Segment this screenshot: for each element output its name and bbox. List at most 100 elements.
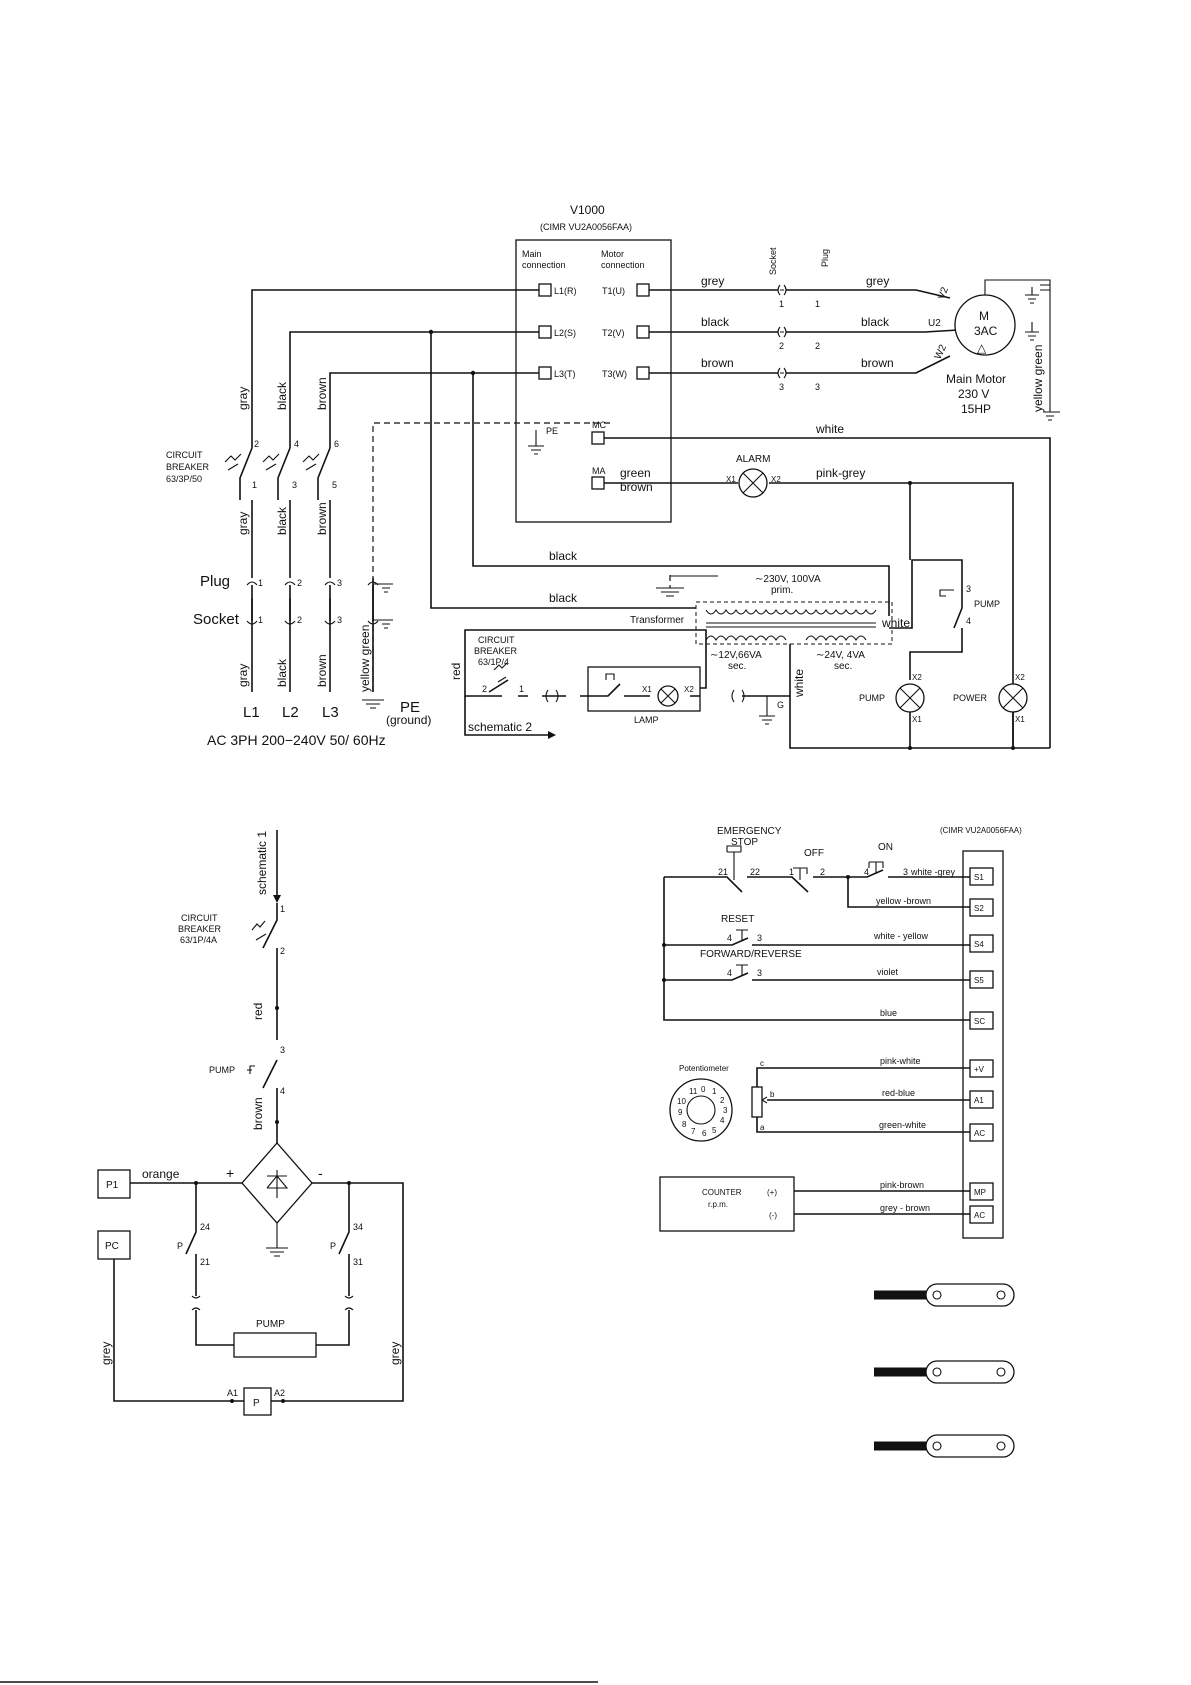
control-common-rail [663, 877, 970, 1021]
on-pin-3: 3 [903, 867, 908, 877]
terminal-ac-2-label: AC [974, 1211, 985, 1220]
terminal-mc-label: MC [592, 420, 606, 430]
cable-lug-1-hole-b [996, 1290, 1006, 1300]
pump-breaker-rating: 63/1P/4A [180, 935, 217, 945]
cable-lug-2-body [925, 1360, 1015, 1384]
wire-label-green: green [620, 466, 651, 480]
motor-m: M [979, 309, 989, 323]
supply-label: AC 3PH 200−240V 50/ 60Hz [207, 732, 386, 748]
plug-socket-pins [251, 585, 374, 621]
alarm-x1: X1 [726, 475, 736, 484]
small-breaker-rating: 63/1P/4 [478, 657, 509, 667]
potentiometer-scale: 11 0 1 2 3 4 5 6 7 8 9 10 [677, 1085, 728, 1138]
pump-lamp-label: PUMP [859, 693, 885, 703]
terminal-ma-label: MA [592, 466, 606, 476]
breaker-pin-1: 1 [252, 480, 257, 490]
terminal-l1 [538, 283, 552, 297]
schematic-3-control: (CIMR VU2A0056FAA) S1 S2 S4 S5 SC +V A1 … [659, 826, 1022, 1239]
terminal-l2 [538, 325, 552, 339]
counter-sub-label: r.p.m. [708, 1200, 728, 1209]
wire-violet: violet [877, 967, 899, 977]
fwdrev-label: FORWARD/REVERSE [700, 949, 802, 960]
potentiometer-dial [669, 1078, 733, 1142]
motor-voltage: 230 V [958, 387, 989, 401]
pump-pin-1: 1 [280, 904, 285, 914]
wire-label-brown-ma: brown [620, 480, 653, 494]
socket-pin-3: 3 [337, 615, 342, 625]
cable-lug-3-body [925, 1434, 1015, 1458]
power-lamp-label: POWER [953, 693, 988, 703]
wire-label-brown-bottom: brown [315, 654, 329, 687]
control-model: (CIMR VU2A0056FAA) [940, 826, 1022, 835]
alarm-lamp-cross [742, 472, 764, 494]
main-connection-label-2: connection [522, 260, 566, 270]
inverter-title: V1000 [570, 203, 605, 217]
p1-label: P1 [106, 1180, 119, 1191]
power-lamp-x2: X2 [1015, 673, 1025, 682]
motor-ground-label: yellow green [1031, 345, 1045, 412]
cable-lug-2-hole-b [996, 1367, 1006, 1377]
lamp-g-label: G [777, 700, 784, 710]
lamp-label: LAMP [634, 715, 659, 725]
motor-v2-label: V2 [936, 285, 951, 301]
wire-orange-label: orange [142, 1167, 180, 1181]
pump-pin-2: 2 [280, 946, 285, 956]
dial-4: 4 [720, 1116, 725, 1125]
wire-white-yellow: white - yellow [873, 931, 929, 941]
cable-lug-3 [874, 1434, 1015, 1458]
rectifier-plus: + [226, 1165, 234, 1181]
pump-switch-actuator [939, 589, 954, 597]
wire-label-gray-top: gray [236, 387, 250, 410]
terminal-t3 [636, 366, 650, 380]
wire-label-black-mid: black [275, 506, 289, 535]
cable-lug-1-hole-a [932, 1290, 942, 1300]
emergency-stop-actuator [726, 845, 742, 880]
off-pin-1: 1 [789, 867, 794, 877]
lamp-x1: X1 [642, 685, 652, 694]
terminal-l3 [538, 366, 552, 380]
p-contact-pin-34: 34 [353, 1222, 363, 1232]
motor-3ac: 3AC [974, 324, 998, 338]
schematic-1: V1000 (CIMR VU2A0056FAA) Main connection… [166, 203, 1060, 750]
power-lamp-x1: X1 [1015, 715, 1025, 724]
connector-2 [777, 326, 787, 338]
breaker-pole-2 [277, 447, 291, 500]
rectifier-diode-symbol [266, 1170, 289, 1198]
terminal-s5-label: S5 [974, 976, 984, 985]
pump-motor-box [233, 1332, 317, 1358]
p-contact-right [316, 1183, 350, 1346]
terminal-t2-label: T2(V) [602, 328, 625, 338]
wire-label-black-feed-1: black [549, 549, 578, 563]
pot-pin-a: a [760, 1123, 765, 1132]
pump-breaker-label-2: BREAKER [178, 924, 222, 934]
off-actuator [793, 867, 808, 880]
junction-coil-a2 [281, 1399, 285, 1403]
reset-label: RESET [721, 914, 754, 925]
wire-label-black-top: black [275, 381, 289, 410]
terminal-plus-v-label: +V [974, 1065, 985, 1074]
inverter-model: (CIMR VU2A0056FAA) [540, 222, 632, 232]
wire-label-black-feed-2: black [549, 591, 578, 605]
fwdrev-pin-3: 3 [757, 968, 762, 978]
transformer-primary-coil [705, 608, 877, 615]
pump-pin-3: 3 [280, 1045, 285, 1055]
plug-socket-symbols [246, 581, 379, 625]
on-actuator [868, 861, 884, 873]
pump-switch-contact [909, 597, 963, 680]
terminal-ma [591, 476, 605, 490]
terminal-sc-label: SC [974, 1017, 985, 1026]
counter-label: COUNTER [702, 1188, 742, 1197]
terminal-mp-label: MP [974, 1188, 986, 1197]
small-breaker-label-1: CIRCUIT [478, 635, 515, 645]
reset-actuator [736, 929, 748, 940]
small-breaker-actuator [493, 662, 508, 683]
socket-label: Socket [193, 611, 240, 628]
counter-plus: (+) [767, 1188, 777, 1197]
wire-red-blue: red-blue [882, 1088, 915, 1098]
wire-label-pink-grey: pink-grey [816, 466, 865, 480]
emergency-pin-22: 22 [750, 867, 760, 877]
fwdrev-actuator [736, 964, 748, 975]
fwdrev-line [664, 972, 970, 981]
connector-pin-2a: 2 [779, 341, 784, 351]
plug-pin-2: 2 [297, 578, 302, 588]
